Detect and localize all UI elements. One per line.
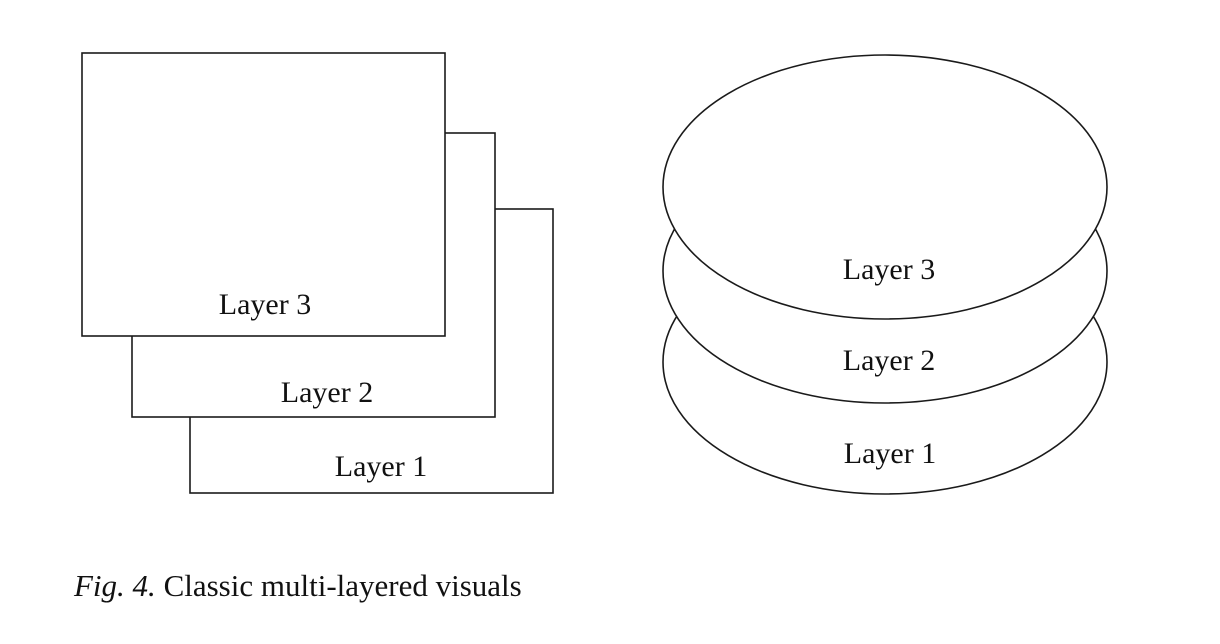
- rect-layer-1-label: Layer 1: [335, 450, 427, 483]
- figure-caption: Fig. 4. Classic multi-layered visuals: [74, 568, 522, 604]
- ellipse-layer-3-label: Layer 3: [843, 253, 935, 286]
- caption-text: Classic multi-layered visuals: [155, 568, 522, 603]
- rect-layer-3: [81, 52, 446, 337]
- stacked-ellipses-diagram: Layer 1 Layer 2 Layer 3: [662, 54, 1108, 495]
- ellipse-layer-3: [662, 54, 1108, 320]
- ellipse-layer-1-label: Layer 1: [844, 437, 936, 470]
- ellipse-layer-2-label: Layer 2: [843, 344, 935, 377]
- rect-layer-3-label: Layer 3: [219, 288, 311, 321]
- figure-number: Fig. 4.: [74, 568, 156, 603]
- stacked-rectangles-diagram: Layer 1 Layer 2 Layer 3: [81, 52, 554, 494]
- rect-layer-2-label: Layer 2: [281, 376, 373, 409]
